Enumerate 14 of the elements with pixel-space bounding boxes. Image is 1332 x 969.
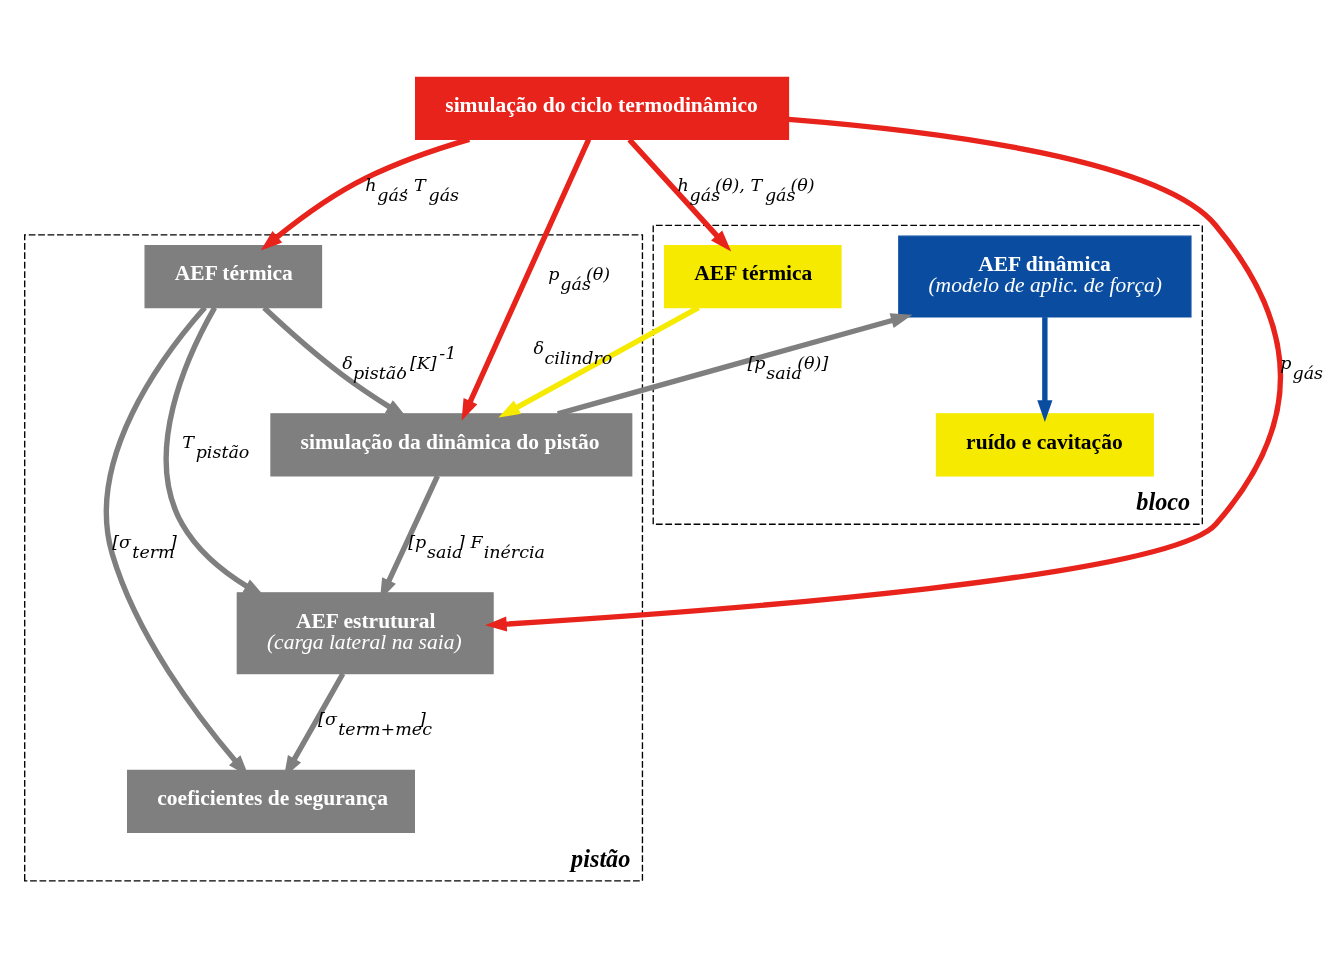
arrow <box>556 313 913 417</box>
node-box: simulação da dinâmica do pistão <box>270 413 633 477</box>
arrow <box>485 116 1283 632</box>
node-box: simulação do ciclo termodinâmico <box>415 76 790 140</box>
arrow <box>461 138 592 421</box>
arrow <box>498 305 700 418</box>
node-box: AEF térmica <box>144 244 323 309</box>
arrow <box>1037 317 1053 422</box>
node-box: AEF térmica <box>663 244 842 309</box>
node-box: ruído e cavitação <box>935 413 1154 477</box>
node-box: AEF estrutural (carga lateral na saia) <box>236 592 494 675</box>
node-box: coeficientes de segurança <box>127 769 415 834</box>
node-box: AEF dinâmica (modelo de aplic. de força) <box>898 235 1192 318</box>
arrow <box>627 137 732 252</box>
